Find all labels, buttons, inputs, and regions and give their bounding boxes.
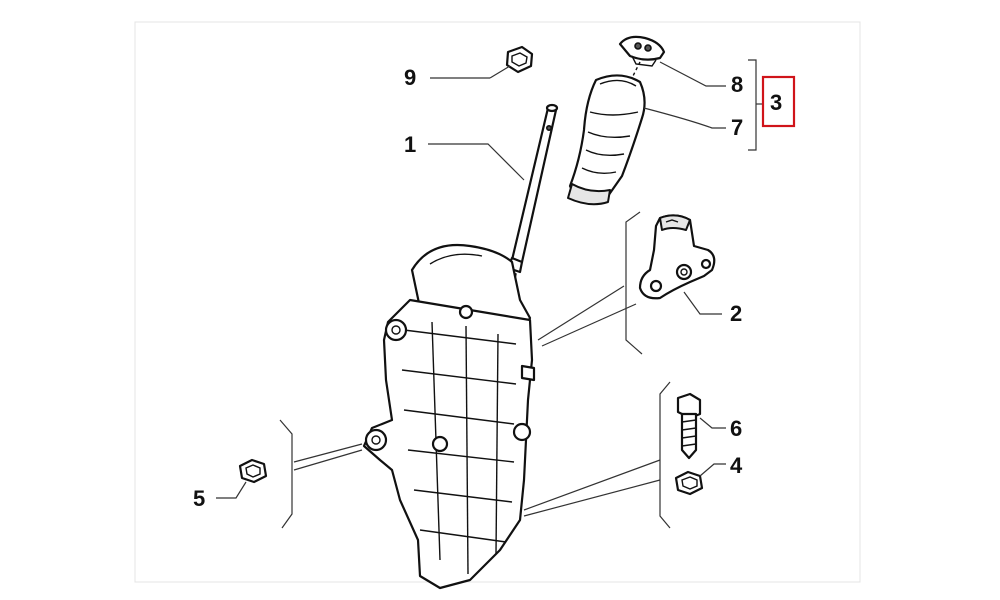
bolt-group-bracket (659, 381, 671, 529)
label-4: 4 (730, 453, 743, 478)
leader-5 (216, 481, 247, 499)
part-4-nut[interactable] (674, 470, 704, 496)
leader-4 (699, 463, 726, 477)
nut5-group-bracket (279, 419, 293, 529)
leader-6 (699, 417, 726, 429)
part-7-gear-knob[interactable] (567, 74, 646, 206)
assembly-line-2a (537, 285, 625, 341)
diagram-frame (134, 21, 861, 583)
label-3: 3 (770, 90, 782, 115)
part-6-bolt[interactable] (676, 392, 702, 460)
sensor-group-bracket (625, 211, 643, 355)
assembly-line-6a (523, 459, 661, 511)
label-5: 5 (193, 486, 205, 511)
group-bracket (748, 59, 757, 151)
gear-selector-housing[interactable] (362, 244, 536, 590)
part-8-cap[interactable] (618, 35, 666, 67)
leader-7 (643, 107, 726, 129)
leader-2 (683, 291, 722, 315)
leader-1 (428, 143, 525, 181)
label-6: 6 (730, 416, 742, 441)
assembly-line-6b (523, 479, 661, 517)
label-1: 1 (404, 132, 416, 157)
highlight-box-3 (761, 75, 796, 128)
part-5-nut[interactable] (238, 458, 268, 484)
label-2: 2 (730, 301, 742, 326)
label-8: 8 (731, 72, 743, 97)
leader-9b (489, 65, 511, 79)
part-2-sensor[interactable] (638, 214, 716, 300)
label-7: 7 (731, 115, 743, 140)
assembly-line-5b (293, 449, 363, 471)
cap-axis (631, 61, 641, 79)
assembly-line-5a (293, 443, 363, 463)
assembly-line-2b (541, 303, 637, 347)
label-9: 9 (404, 65, 416, 90)
part-9-nut[interactable] (505, 45, 534, 74)
leader-8 (659, 61, 726, 87)
